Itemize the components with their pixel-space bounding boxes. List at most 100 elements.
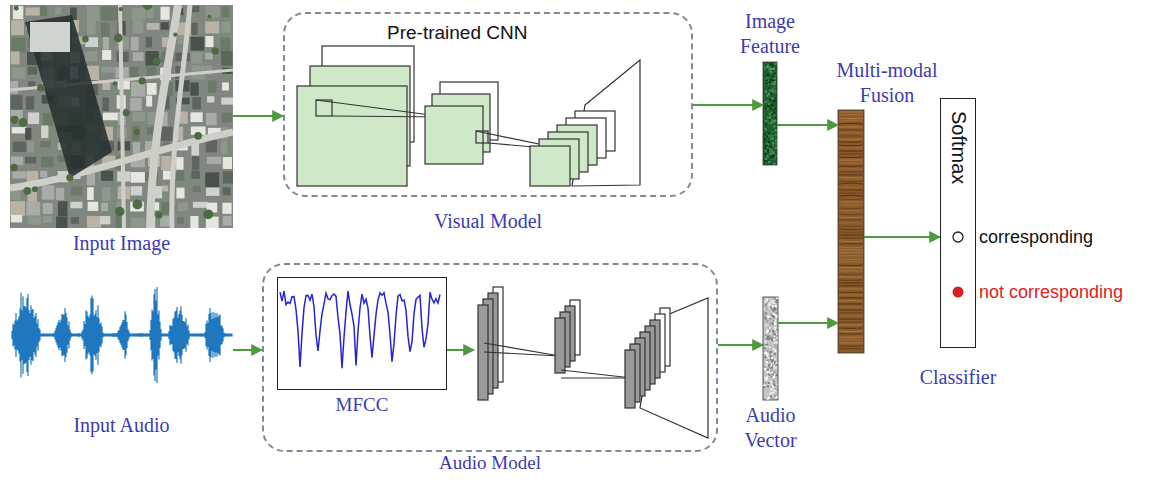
bar-texture <box>764 138 766 140</box>
flow-arrow <box>693 104 763 106</box>
bar-texture <box>770 392 772 394</box>
mfcc-plot <box>280 291 440 368</box>
building-block <box>27 141 34 152</box>
wood-grain <box>839 255 863 257</box>
wood-grain <box>839 225 863 227</box>
bar-texture <box>773 376 775 378</box>
bar-texture <box>770 369 772 371</box>
building-block <box>191 23 197 35</box>
bar-texture <box>772 333 774 335</box>
audio-cnn <box>478 287 708 438</box>
bar-texture <box>773 68 775 70</box>
bar-texture <box>767 87 769 89</box>
building-block <box>43 203 53 214</box>
bar-texture <box>766 355 768 357</box>
bar-texture <box>772 396 774 398</box>
wood-grain <box>839 306 863 307</box>
building-block <box>11 95 23 109</box>
bar-texture <box>767 105 769 107</box>
bar-texture <box>764 315 766 317</box>
bar-texture <box>775 147 777 149</box>
building-block <box>101 171 113 181</box>
wood-grain <box>839 342 863 343</box>
flow-arrow <box>233 349 262 351</box>
bar-texture <box>774 380 776 382</box>
building-block <box>131 37 139 51</box>
bar-texture <box>765 379 767 381</box>
bar-texture <box>766 66 768 68</box>
bar-texture <box>768 93 770 95</box>
bar-texture <box>766 100 768 102</box>
wood-grain <box>839 312 863 314</box>
bar-texture <box>767 116 769 118</box>
building-block <box>87 21 96 34</box>
bar-texture <box>772 105 774 107</box>
bar-texture <box>768 105 770 107</box>
bar-texture <box>773 114 775 116</box>
bar-texture <box>764 341 766 343</box>
bar-texture <box>772 144 774 146</box>
bar-texture <box>766 95 768 97</box>
bar-texture <box>764 317 766 319</box>
bar-texture <box>774 111 776 113</box>
wood-grain <box>839 240 863 242</box>
bar-texture <box>766 344 768 346</box>
bar-texture <box>772 305 774 307</box>
bar-texture <box>775 72 777 74</box>
building-block <box>28 216 41 224</box>
classifier-box: Softmaxcorrespondingnot correspondingCla… <box>940 98 976 348</box>
wood-grain <box>839 330 863 332</box>
building-block <box>71 217 79 224</box>
bar-texture <box>771 357 773 359</box>
bar-texture <box>770 149 772 151</box>
bar-texture <box>764 101 766 103</box>
building-block <box>40 171 47 177</box>
building-block <box>102 50 111 60</box>
wood-grain <box>839 318 863 319</box>
building-block <box>175 171 184 181</box>
building-block <box>11 215 22 222</box>
wood-grain <box>839 141 863 142</box>
building-block <box>223 216 232 226</box>
bar-texture <box>767 150 769 152</box>
wood-grain <box>839 336 863 338</box>
building-block <box>176 188 184 199</box>
bar-texture <box>766 135 768 137</box>
wood-grain <box>839 300 863 302</box>
output-unit-active <box>953 287 964 298</box>
wood-grain <box>839 129 863 130</box>
feature-bars <box>763 62 864 400</box>
bar-texture <box>773 338 775 340</box>
caption: Multi-modal Fusion <box>832 58 942 108</box>
wood-grain <box>839 114 863 116</box>
bar-texture <box>770 156 772 158</box>
bar-texture <box>770 337 772 339</box>
building-block <box>192 97 201 109</box>
building-block <box>28 66 38 74</box>
bar-texture <box>775 72 777 74</box>
building-block <box>222 113 232 123</box>
bar-texture <box>771 119 773 121</box>
bar-texture <box>764 160 766 162</box>
building-block <box>190 112 202 122</box>
building-block <box>43 216 52 223</box>
building-block <box>206 188 219 196</box>
building-block <box>42 185 54 199</box>
bar-texture <box>770 388 772 390</box>
building-block <box>222 82 229 90</box>
bar-texture <box>768 70 770 72</box>
wood-grain <box>839 315 863 316</box>
building-block <box>87 173 95 185</box>
caption: Input Audio <box>73 413 169 437</box>
wood-grain <box>839 156 863 158</box>
wood-grain <box>839 339 863 341</box>
bar-texture <box>774 119 776 121</box>
building-block <box>193 186 201 192</box>
wood-grain <box>839 165 863 167</box>
bar-texture <box>768 94 770 96</box>
fusion-bar: Multi-modal Fusion <box>838 110 864 353</box>
building-block <box>101 67 115 73</box>
bar-texture <box>767 330 769 332</box>
bar-texture <box>769 346 771 348</box>
bar-texture <box>765 107 767 109</box>
